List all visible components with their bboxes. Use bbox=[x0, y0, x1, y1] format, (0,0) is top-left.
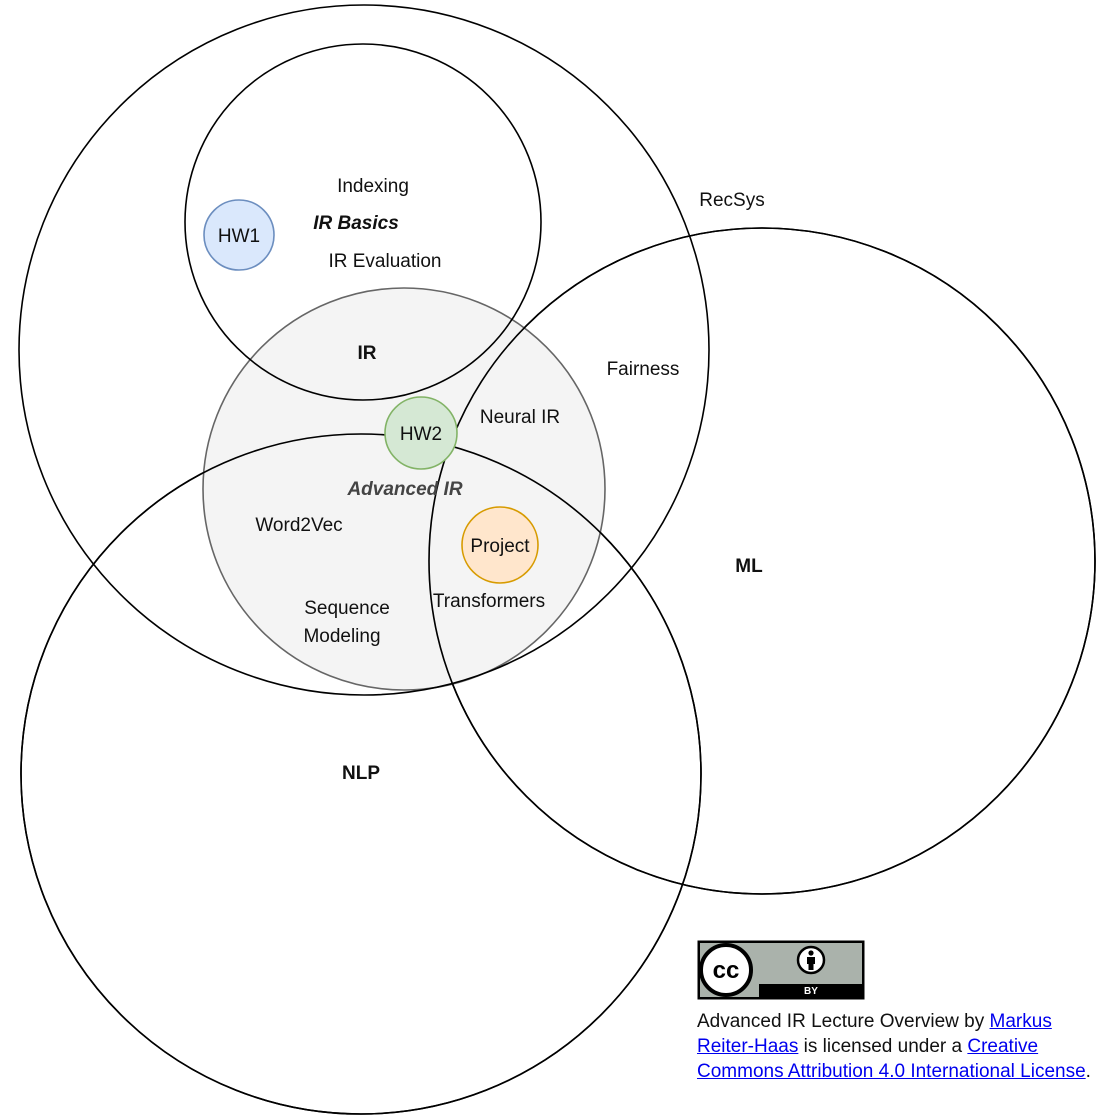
topic-sequence-modeling-line-2: Modeling bbox=[303, 626, 380, 647]
ml-circle-overlay bbox=[428, 227, 1096, 895]
attribution-person-icon bbox=[796, 945, 826, 975]
nlp-circle-overlay bbox=[20, 433, 702, 1115]
topic-sequence-modeling-line-1: Sequence bbox=[304, 598, 390, 619]
ml-label: ML bbox=[735, 556, 763, 577]
ir-label: IR bbox=[358, 343, 377, 364]
by-label: BY bbox=[804, 986, 818, 997]
cc-by-license-badge[interactable]: cc BY bbox=[697, 940, 865, 1000]
advanced-ir-circle bbox=[202, 287, 606, 691]
ir-basics-circle bbox=[184, 43, 542, 401]
ir-basics-label: IR Basics bbox=[313, 213, 399, 234]
license-notice: cc BY Advanced IR Lecture Overview by Ma… bbox=[697, 940, 1097, 1084]
hw2-badge: HW2 bbox=[384, 396, 458, 470]
project-badge: Project bbox=[461, 506, 539, 584]
topic-neural-ir: Neural IR bbox=[480, 407, 560, 428]
license-link[interactable]: Creative Commons Attribution 4.0 Interna… bbox=[697, 1036, 1086, 1082]
project-label: Project bbox=[470, 536, 530, 557]
hw2-label: HW2 bbox=[400, 424, 442, 445]
license-text-2: is licensed under a bbox=[798, 1036, 968, 1057]
hw2-badge-circle bbox=[384, 396, 458, 470]
topic-transformers: Transformers bbox=[433, 591, 545, 612]
nlp-label: NLP bbox=[342, 763, 380, 784]
topic-indexing: Indexing bbox=[337, 176, 409, 197]
topic-fairness: Fairness bbox=[607, 359, 680, 380]
recsys-circle bbox=[18, 4, 710, 696]
hw1-badge: HW1 bbox=[203, 199, 275, 271]
topic-word2vec: Word2Vec bbox=[255, 515, 342, 536]
cc-icon: cc bbox=[713, 957, 740, 984]
license-text-1: Advanced IR Lecture Overview by bbox=[697, 1011, 990, 1032]
hw1-badge-circle bbox=[203, 199, 275, 271]
license-text-3: . bbox=[1085, 1061, 1091, 1082]
author-link[interactable]: Markus Reiter-Haas bbox=[697, 1011, 1052, 1057]
recsys-label: RecSys bbox=[699, 190, 764, 211]
topic-ir-evaluation: IR Evaluation bbox=[328, 251, 441, 272]
hw1-label: HW1 bbox=[218, 226, 260, 247]
advanced-ir-label: Advanced IR bbox=[346, 479, 462, 500]
project-badge-circle bbox=[461, 506, 539, 584]
